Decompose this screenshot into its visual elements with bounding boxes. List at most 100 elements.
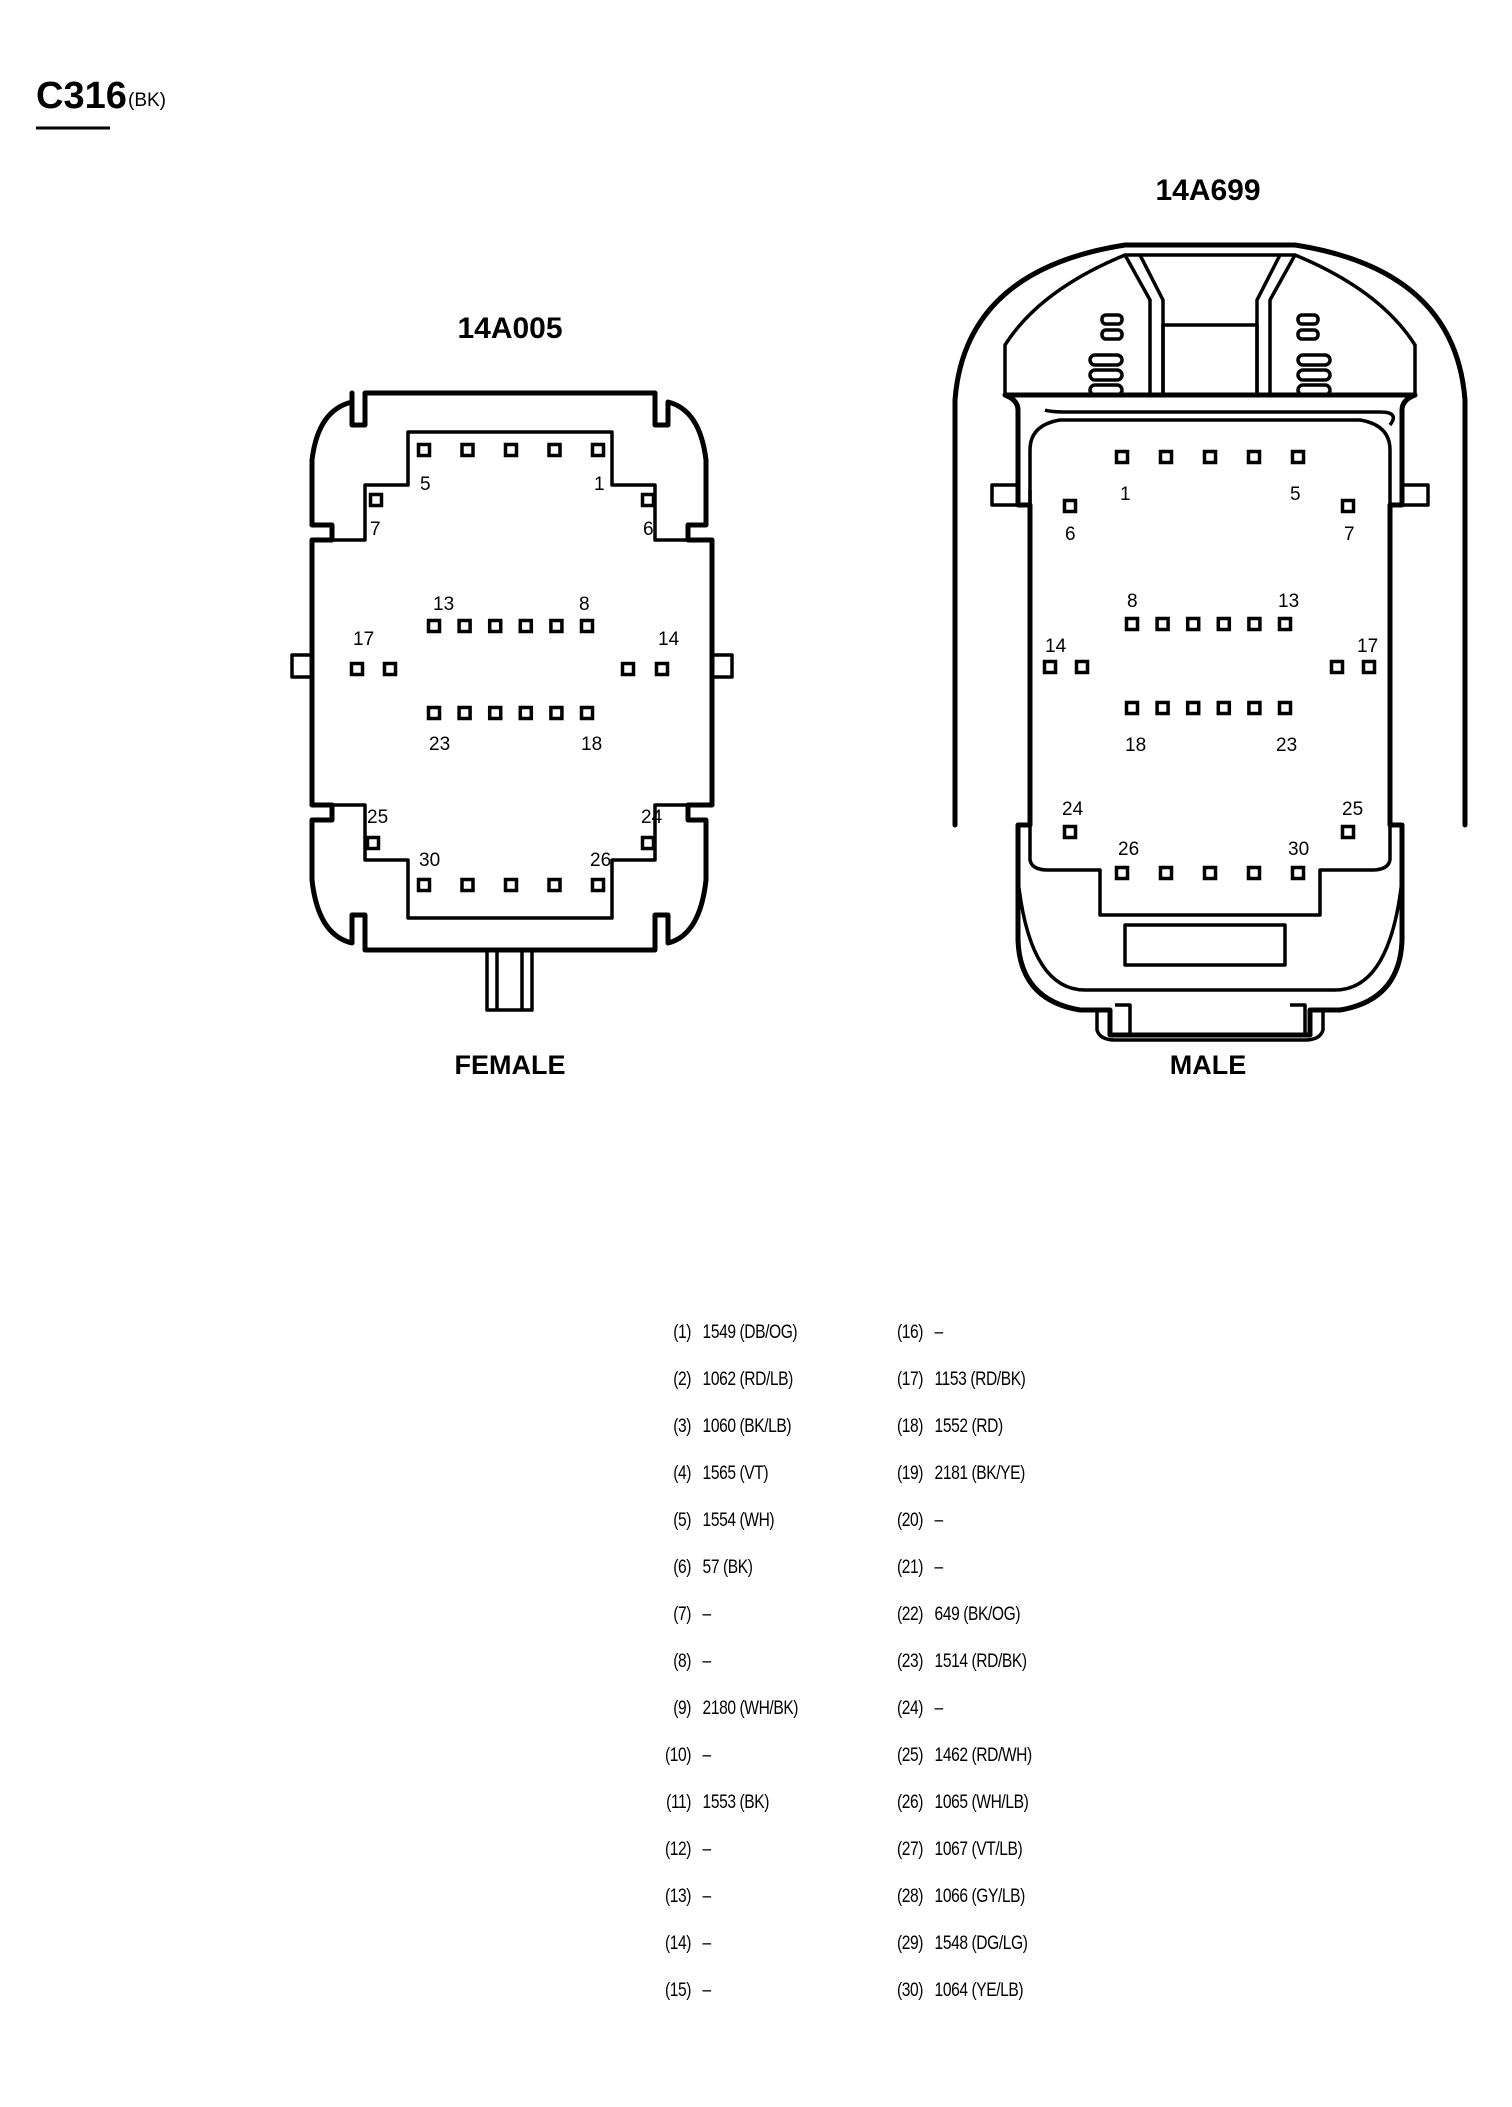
pinout-row: (12)–	[655, 1839, 868, 1886]
female-pin-cavity	[460, 442, 475, 458]
female-pin-label: 7	[370, 519, 381, 540]
female-pin-cavity	[416, 442, 432, 458]
pinout-row: (30) 1064 (YE/LB)	[887, 1980, 1100, 2027]
pin-circuit: –	[702, 1886, 712, 1907]
male-pin-cavity	[1114, 449, 1130, 465]
pin-circuit: 2180 (WH/BK)	[702, 1698, 799, 1719]
male-pin-cavity	[1042, 659, 1058, 675]
female-part-number: 14A005	[457, 312, 562, 345]
pin-circuit: 1066 (GY/LB)	[934, 1886, 1026, 1907]
pin-number: (13)	[665, 1886, 692, 1907]
female-pin-cavity	[368, 492, 384, 508]
pinout-row: (2)1062 (RD/LB)	[655, 1369, 868, 1416]
male-pin-cavity	[1290, 865, 1306, 881]
pin-number: (8)	[673, 1651, 692, 1672]
male-pin-cavities	[1042, 449, 1377, 881]
female-pin-cavity	[426, 618, 442, 634]
pin-circuit: 2181 (BK/YE)	[934, 1463, 1026, 1484]
pin-circuit: 1565 (VT)	[702, 1463, 769, 1484]
female-pin-label: 13	[433, 594, 454, 615]
male-pin-label: 1	[1120, 484, 1131, 505]
male-pin-cavity	[1114, 865, 1130, 881]
male-pin-cavity	[1216, 700, 1232, 716]
pin-number: (1)	[673, 1322, 692, 1343]
pin-circuit: –	[702, 1980, 712, 2001]
pin-circuit: 1062 (RD/LB)	[702, 1369, 794, 1390]
pin-circuit: –	[702, 1651, 712, 1672]
pin-circuit: 1064 (YE/LB)	[934, 1980, 1024, 2001]
male-pin-cavity	[1158, 865, 1174, 881]
female-left-stub	[290, 653, 314, 679]
male-pin-cavity	[1247, 616, 1262, 632]
male-pin-cavity	[1329, 659, 1345, 675]
pin-number: (5)	[673, 1510, 692, 1531]
male-pin-labels: 1 5 6 7 8 13 14 17 18 23 24 25 26 30	[1045, 484, 1378, 860]
male-pin-cavity	[1277, 700, 1293, 716]
pin-number: (28)	[897, 1886, 924, 1907]
female-pin-cavity	[579, 705, 595, 721]
male-pin-label: 23	[1276, 735, 1297, 756]
pin-number: (12)	[665, 1839, 692, 1860]
female-pin-cavity	[590, 442, 606, 458]
pinout-row: (17)1153 (RD/BK)	[887, 1369, 1100, 1416]
pin-number: (7)	[673, 1604, 692, 1625]
male-pin-cavity	[1185, 616, 1201, 632]
male-pin-cavity	[1074, 659, 1090, 675]
male-pin-cavity	[1247, 700, 1262, 716]
male-pin-label: 14	[1045, 636, 1067, 657]
female-pin-cavity	[547, 877, 562, 893]
pinout-column-right: (16)–(17)1153 (RD/BK)(18)1552 (RD)(19)21…	[887, 1322, 1147, 2027]
pin-number: (17)	[897, 1369, 924, 1390]
pinout-row: (26) 1065 (WH/LB)	[887, 1792, 1100, 1839]
pin-circuit: –	[934, 1322, 944, 1343]
female-pin-cavity	[620, 661, 636, 677]
female-pin-label: 24	[641, 807, 663, 828]
female-housing-outline	[309, 390, 715, 953]
pinout-row: (4)1565 (VT)	[655, 1463, 868, 1510]
female-pin-cavity	[640, 492, 656, 508]
pin-number: (26)	[897, 1792, 924, 1813]
pin-number: (30)	[897, 1980, 924, 2001]
pinout-row: (8)–	[655, 1651, 868, 1698]
male-pin-cavity	[1185, 700, 1201, 716]
male-pin-label: 25	[1342, 799, 1363, 820]
pinout-row: (15)–	[655, 1980, 868, 2027]
female-pin-cavity	[460, 877, 475, 893]
pin-number: (11)	[666, 1792, 692, 1813]
pin-circuit: 1067 (VT/LB)	[934, 1839, 1023, 1860]
pin-circuit: 1554 (WH)	[702, 1510, 775, 1531]
male-pin-label: 13	[1278, 591, 1299, 612]
pin-number: (29)	[897, 1933, 924, 1954]
pin-circuit: 1060 (BK/LB)	[702, 1416, 792, 1437]
pinout-row: (10)–	[655, 1745, 868, 1792]
male-pin-cavity	[1277, 616, 1293, 632]
male-outer-shell	[952, 242, 1468, 828]
male-pin-cavity	[1155, 616, 1170, 632]
male-pin-label: 30	[1288, 839, 1309, 860]
female-pin-cavities	[349, 442, 670, 893]
pin-circuit: –	[702, 1745, 712, 1766]
female-pin-label: 6	[643, 519, 654, 540]
pin-circuit: 1065 (WH/LB)	[934, 1792, 1029, 1813]
male-pin-cavity	[1246, 449, 1262, 465]
pinout-row: (25)1462 (RD/WH)	[887, 1745, 1100, 1792]
pin-circuit: 649 (BK/OG)	[934, 1604, 1021, 1625]
female-inner-top	[312, 430, 712, 542]
pin-number: (22)	[897, 1604, 924, 1625]
male-pin-cavity	[1202, 865, 1218, 881]
pin-number: (15)	[665, 1980, 692, 2001]
female-pin-cavity	[487, 705, 503, 721]
female-pin-labels: 5 1 7 6 13 8 17 14 23 18 25 24 30 26	[353, 474, 680, 871]
female-pin-label: 23	[429, 734, 450, 755]
female-pin-cavity	[365, 835, 381, 851]
female-pin-cavity	[426, 705, 442, 721]
male-part-number: 14A699	[1155, 174, 1260, 207]
pin-number: (14)	[665, 1933, 692, 1954]
pinout-row: (5) 1554 (WH)	[655, 1510, 868, 1557]
pinout-row: (29)1548 (DG/LG)	[887, 1933, 1100, 1980]
pinout-row: (11)1553 (BK)	[655, 1792, 868, 1839]
pin-number: (9)	[673, 1698, 692, 1719]
pin-number: (16)	[897, 1322, 924, 1343]
pin-circuit: 1462 (RD/WH)	[934, 1745, 1033, 1766]
male-cover-slots-right	[1296, 313, 1332, 397]
